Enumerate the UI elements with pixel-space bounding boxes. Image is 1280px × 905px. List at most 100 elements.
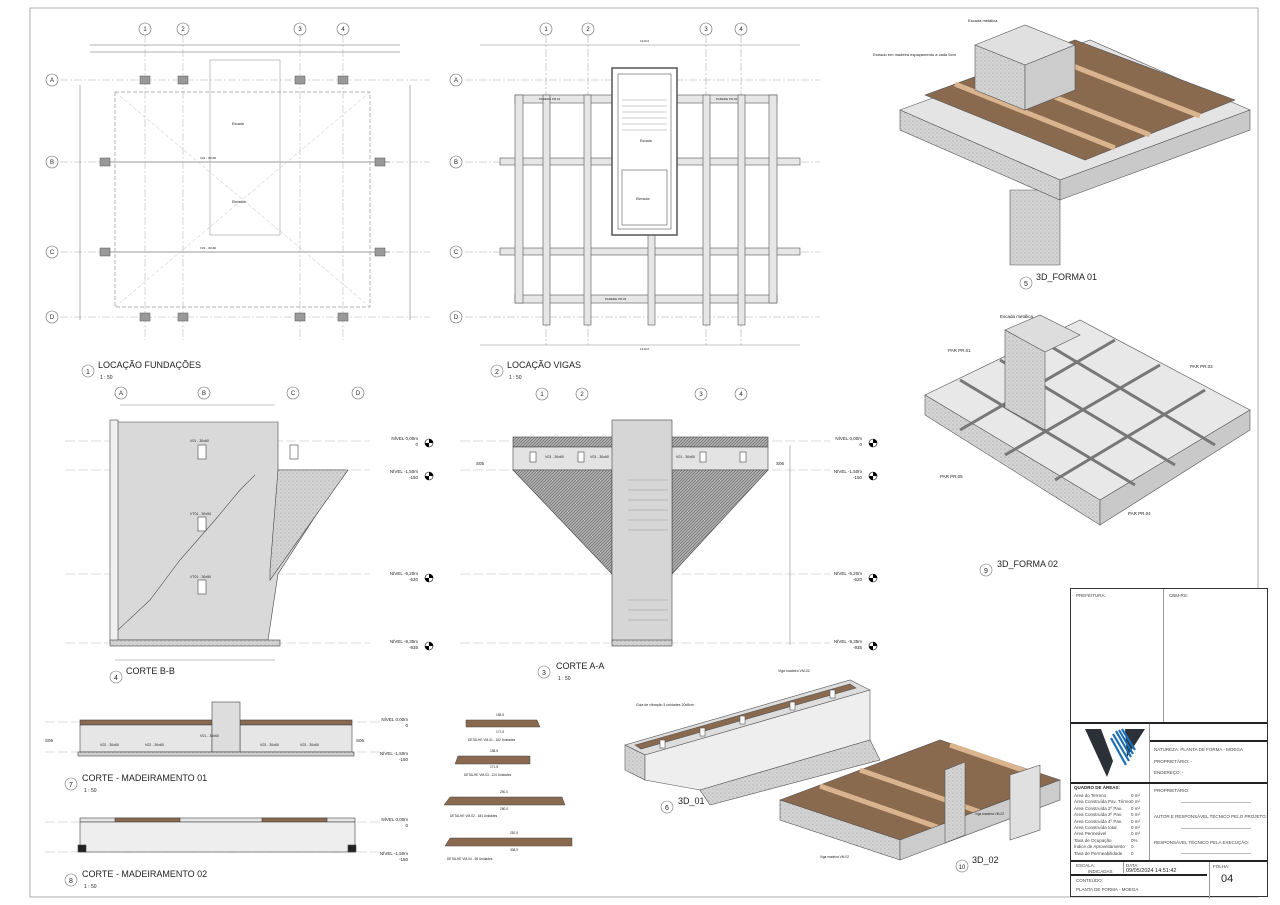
svg-text:NÍVEL 0,00m: NÍVEL 0,00m [381, 716, 408, 722]
grid-row-b: B [50, 160, 54, 166]
annotation-guia: Guia de vibração 3 unidades 20x8cm [636, 703, 694, 707]
svg-text:LOCAÇÃO VIGAS: LOCAÇÃO VIGAS [507, 360, 581, 370]
svg-text:-935: -935 [853, 645, 863, 650]
svg-text:CORTE - MADEIRAMENTO 01: CORTE - MADEIRAMENTO 01 [82, 773, 207, 783]
plan2-label-elevador: Elevador [636, 197, 651, 201]
svg-text:281.5: 281.5 [510, 831, 518, 835]
data-label: DATA: [1126, 863, 1139, 868]
svg-text:PAR PR.04: PAR PR.04 [1128, 511, 1151, 516]
svg-text:CORTE - MADEIRAMENTO 02: CORTE - MADEIRAMENTO 02 [82, 869, 207, 879]
svg-text:NÍVEL -9,35m: NÍVEL -9,35m [390, 638, 418, 644]
grid-col-3: 3 [298, 27, 302, 33]
svg-text:Escada metálica: Escada metálica [1000, 314, 1034, 319]
endereco: ENDEREÇO: - [1154, 770, 1184, 775]
proprietario: PROPRIETÁRIO: - [1154, 759, 1193, 764]
svg-text:S05: S05 [45, 738, 54, 743]
svg-text:3D_FORMA 01: 3D_FORMA 01 [1036, 272, 1097, 282]
svg-text:-935: -935 [409, 645, 419, 650]
svg-text:V03 - 30x60: V03 - 30x60 [260, 743, 279, 747]
svg-text:2: 2 [495, 369, 499, 376]
wood-details [443, 719, 573, 847]
svg-text:158.5: 158.5 [490, 749, 498, 753]
annotations-3d-02: Viga madeira VM-02 Viga madeira VM-02 [820, 812, 1004, 859]
escala-label: ESCALA: [1076, 863, 1096, 868]
section-corte-bb [65, 404, 370, 661]
company-logo [1085, 727, 1147, 779]
svg-text:CORTE A-A: CORTE A-A [556, 661, 604, 671]
plan1-label-escada: Escada [232, 122, 244, 126]
svg-text:PAR PR.05: PAR PR.05 [940, 474, 963, 479]
svg-text:3D_01: 3D_01 [678, 796, 705, 806]
grid-col-4: 4 [341, 27, 345, 33]
view-title-9: 93D_FORMA 02 [979, 559, 1058, 577]
svg-text:-150: -150 [399, 757, 409, 762]
svg-text:1 : 50: 1 : 50 [100, 375, 113, 381]
svg-text:V03 - 30x60: V03 - 30x60 [300, 743, 319, 747]
svg-text:-150: -150 [853, 475, 863, 480]
svg-text:NÍVEL -9,35m: NÍVEL -9,35m [834, 638, 862, 644]
plan2-dim-top: 1210.0 [640, 39, 650, 43]
svg-text:DETALHE VM-01 - 182 Unidades: DETALHE VM-01 - 182 Unidades [468, 738, 516, 742]
grid-col-3: 3 [699, 392, 703, 398]
prefeitura-label: PREFEITURA: [1076, 593, 1106, 598]
plan2-dim-bottom: 1210.0 [640, 347, 650, 351]
grid-col-1: 1 [544, 27, 548, 33]
plan-locacao-vigas [465, 35, 820, 346]
level-marker-icons [868, 438, 878, 651]
svg-text:-150: -150 [399, 857, 409, 862]
svg-text:1: 1 [86, 369, 90, 376]
grid-row-b: B [454, 160, 458, 166]
annotations-forma-02: Escada metálica PAR PR.01 PAR PR.03 PAR … [940, 314, 1213, 516]
svg-text:NÍVEL 0,00m: NÍVEL 0,00m [835, 435, 862, 441]
svg-text:CORTE B-B: CORTE B-B [126, 666, 175, 676]
grid-row-c: C [291, 391, 296, 397]
autor-label: AUTOR E RESPONSÁVEL TÉCNICO PELO PROJETO… [1154, 814, 1267, 819]
plan2-label-pr04: PAREDE PR.04 [605, 297, 627, 301]
section-madeiramento-02 [45, 817, 380, 853]
svg-text:0: 0 [415, 442, 418, 447]
svg-text:NÍVEL -6,20m: NÍVEL -6,20m [834, 570, 862, 576]
grid-row-a: A [50, 78, 54, 84]
svg-text:V02 - 30x60: V02 - 30x60 [100, 743, 119, 747]
svg-text:NÍVEL 0,00m: NÍVEL 0,00m [391, 435, 418, 441]
grid-col-2: 2 [580, 392, 584, 398]
svg-text:1 : 50: 1 : 50 [84, 788, 97, 794]
escala-value: INDICADAS [1088, 869, 1113, 874]
title-block: PREFEITURA: CBM-RS: NATUREZA: PLANTA DE … [1070, 588, 1268, 898]
folha-label: FOLHA: [1213, 864, 1230, 869]
svg-text:3D_02: 3D_02 [972, 855, 999, 865]
svg-text:-150: -150 [409, 475, 419, 480]
grid-row-c: C [50, 250, 55, 256]
annotation-escada-metalica: Escada metálica [968, 18, 998, 23]
svg-text:0: 0 [405, 823, 408, 828]
quadro-areas-title: QUADRO DE ÁREAS: [1074, 785, 1121, 790]
svg-text:171.5: 171.5 [490, 765, 498, 769]
svg-text:1 : 50: 1 : 50 [509, 375, 522, 381]
svg-text:171.5: 171.5 [496, 730, 504, 734]
sheet-border [29, 7, 1259, 898]
svg-text:5: 5 [1024, 281, 1028, 288]
svg-text:3: 3 [542, 670, 546, 677]
grid-row-d: D [50, 315, 55, 321]
svg-text:NÍVEL -1,50m: NÍVEL -1,50m [380, 750, 408, 756]
folha-value: 04 [1221, 873, 1234, 885]
conteudo-value: PLANTA DE FORMA - MOEGA [1076, 887, 1139, 892]
cbm-label: CBM-RS: [1169, 593, 1188, 598]
svg-text:S06: S06 [356, 738, 365, 743]
annotation-vm: Viga madeira VM-02 [778, 669, 810, 673]
section-madeiramento-01 [45, 701, 380, 757]
resp-exec-label: RESPONSÁVEL TÉCNICO PELA EXECUÇÃO: [1154, 840, 1250, 845]
level-marker-icons [424, 438, 434, 651]
svg-text:NÍVEL 0,00m: NÍVEL 0,00m [381, 816, 408, 822]
label-s06: S06 [776, 461, 785, 466]
grid-col-1: 1 [143, 27, 147, 33]
svg-text:NÍVEL -1,50m: NÍVEL -1,50m [380, 850, 408, 856]
plan2-label-escada: Escada [640, 139, 652, 143]
svg-text:DETALHE VM-03 - 124 Unidades: DETALHE VM-03 - 124 Unidades [464, 773, 512, 777]
iso-3d-forma-02 [924, 314, 1251, 526]
